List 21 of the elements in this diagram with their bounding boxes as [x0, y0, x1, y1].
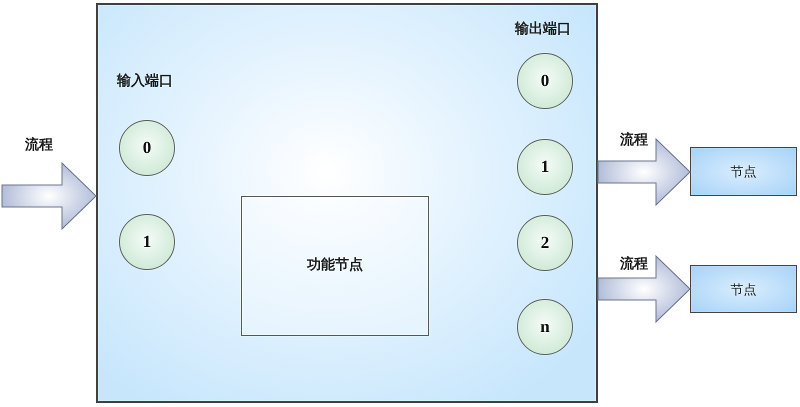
- node-box: [690, 147, 797, 196]
- port-group-label: 输出端口: [515, 21, 571, 39]
- port-number: 1: [142, 232, 152, 252]
- edge-label: 流程: [620, 256, 648, 274]
- module-frame: [96, 3, 598, 403]
- port-number: 0: [142, 138, 152, 158]
- port-number: 0: [540, 71, 550, 91]
- block-arrow: [598, 138, 691, 206]
- block-arrow: [598, 254, 691, 324]
- port-number: 1: [540, 157, 550, 177]
- port-number: n: [540, 317, 550, 337]
- edge-label: 流程: [620, 132, 648, 150]
- node-box: [690, 265, 797, 313]
- process-box: [241, 196, 429, 336]
- node-label: 节点: [730, 163, 756, 180]
- port-number: 2: [540, 233, 550, 253]
- node-label: 功能节点: [307, 257, 363, 275]
- edge-label: 流程: [25, 137, 53, 155]
- block-arrow: [2, 162, 97, 230]
- port-group-label: 输入端口: [117, 73, 173, 91]
- node-label: 节点: [730, 280, 756, 298]
